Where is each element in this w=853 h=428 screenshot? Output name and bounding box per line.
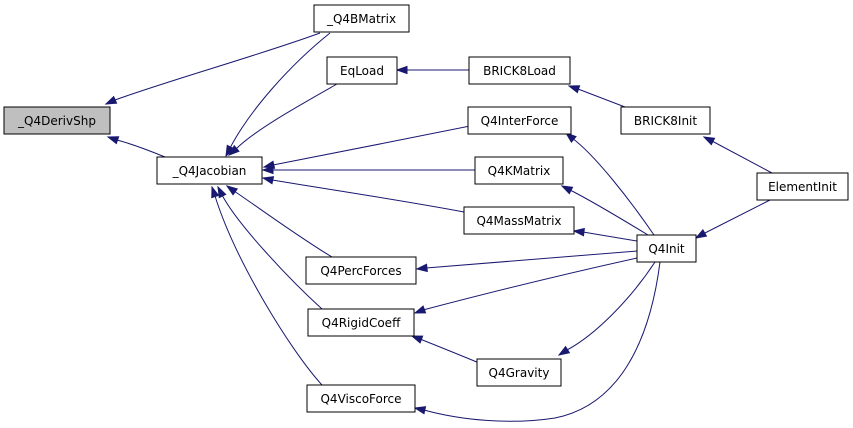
edge-q4bmatrix-to-q4jacobian: [225, 32, 331, 158]
node-label-eqload: EqLoad: [340, 64, 384, 78]
edge-line: [214, 195, 323, 386]
edge-arrowhead: [211, 185, 220, 199]
edge-line: [571, 137, 655, 236]
edge-arrowhead: [415, 263, 428, 273]
node-q4gravity[interactable]: Q4Gravity: [476, 358, 562, 387]
node-q4percforces[interactable]: Q4PercForces: [305, 256, 417, 285]
edge-q4jacobian-to-q4derivshp: [106, 136, 166, 158]
edge-line: [419, 338, 485, 366]
edge-line: [566, 261, 656, 351]
edge-q4init-to-q4massmatrix: [572, 227, 638, 242]
edge-arrowhead: [261, 165, 274, 175]
edge-elementinit-to-q4init: [694, 199, 771, 239]
edge-q4percforces-to-q4jacobian: [225, 185, 333, 258]
edge-q4rigidcoeff-to-q4jacobian: [217, 185, 323, 310]
edge-brick8load-to-eqload: [395, 65, 469, 75]
edge-arrowhead: [225, 185, 239, 196]
edge-line: [711, 140, 773, 174]
edge-arrowhead: [225, 144, 235, 158]
node-label-q4percforces: Q4PercForces: [320, 264, 401, 278]
edge-line: [233, 190, 333, 258]
node-label-q4kmatrix: Q4KMatrix: [488, 164, 551, 178]
edge-q4interforce-to-q4jacobian: [262, 125, 471, 169]
edge-line: [116, 139, 166, 158]
node-label-q4init: Q4Init: [648, 242, 685, 256]
edge-line: [114, 32, 321, 101]
edge-q4massmatrix-to-q4jacobian: [261, 176, 465, 213]
edge-q4init-to-q4kmatrix: [560, 185, 649, 236]
edge-q4init-to-q4viscoforce: [413, 261, 661, 422]
edge-eqload-to-q4jacobian: [227, 83, 338, 156]
node-label-q4gravity: Q4Gravity: [489, 366, 550, 380]
edge-arrowhead: [560, 185, 574, 195]
edge-arrowhead: [395, 65, 408, 75]
node-q4kmatrix[interactable]: Q4KMatrix: [474, 156, 564, 185]
edge-q4init-to-q4rigidcoeff: [413, 257, 638, 314]
edge-line: [422, 257, 638, 311]
node-label-brick8load: BRICK8Load: [483, 64, 556, 78]
node-brick8load[interactable]: BRICK8Load: [468, 56, 571, 85]
edge-line: [425, 250, 638, 269]
edge-line: [271, 179, 465, 213]
node-elementinit[interactable]: ElementInit: [756, 172, 849, 201]
edge-q4viscoforce-to-q4jacobian: [211, 185, 323, 386]
node-label-q4viscoforce: Q4ViscoForce: [320, 392, 401, 406]
edge-arrowhead: [564, 132, 577, 144]
edge-arrowhead: [567, 85, 581, 94]
node-eqload[interactable]: EqLoad: [326, 56, 398, 85]
edge-line: [423, 261, 661, 422]
node-label-q4rigidcoeff: Q4RigidCoeff: [322, 316, 401, 330]
edge-q4kmatrix-to-q4jacobian: [261, 165, 475, 175]
node-label-q4jacobian: _Q4Jacobian: [172, 164, 247, 178]
node-label-q4bmatrix: _Q4BMatrix: [326, 12, 396, 26]
edge-arrowhead: [572, 227, 585, 237]
node-q4bmatrix[interactable]: _Q4BMatrix: [313, 4, 410, 33]
edge-arrowhead: [557, 345, 571, 356]
edge-arrowhead: [227, 144, 240, 156]
node-q4interforce[interactable]: Q4InterForce: [467, 106, 572, 135]
node-label-q4derivshp: _Q4DerivShp: [17, 114, 96, 128]
node-q4init[interactable]: Q4Init: [636, 234, 697, 263]
node-brick8init[interactable]: BRICK8Init: [620, 106, 711, 135]
edge-line: [582, 231, 638, 242]
edge-elementinit-to-brick8init: [702, 136, 773, 174]
edge-brick8init-to-brick8load: [567, 85, 626, 108]
edge-arrowhead: [702, 136, 716, 146]
edge-line: [229, 32, 331, 149]
edge-q4gravity-to-q4rigidcoeff: [410, 335, 485, 366]
edge-arrowhead: [410, 335, 424, 344]
edge-arrowhead: [106, 136, 120, 145]
node-q4viscoforce[interactable]: Q4ViscoForce: [306, 384, 416, 413]
edge-arrowhead: [217, 185, 227, 199]
edge-arrowhead: [413, 406, 427, 415]
edge-line: [272, 125, 471, 166]
edge-line: [702, 199, 771, 235]
edges-layer: [104, 32, 773, 422]
edge-arrowhead: [694, 229, 708, 239]
node-q4jacobian[interactable]: _Q4Jacobian: [156, 156, 263, 185]
node-label-elementinit: ElementInit: [768, 180, 837, 194]
node-label-q4interforce: Q4InterForce: [481, 114, 559, 128]
node-label-q4massmatrix: Q4MassMatrix: [476, 214, 561, 228]
node-label-brick8init: BRICK8Init: [634, 114, 697, 128]
edge-arrowhead: [261, 176, 275, 185]
edge-q4init-to-q4gravity: [557, 261, 656, 356]
edge-line: [577, 88, 626, 108]
edge-q4bmatrix-to-q4derivshp: [104, 32, 321, 105]
edge-arrowhead: [413, 305, 427, 314]
node-q4derivshp[interactable]: _Q4DerivShp: [3, 106, 111, 135]
node-q4rigidcoeff[interactable]: Q4RigidCoeff: [307, 308, 415, 337]
nodes-layer: _Q4DerivShp _Q4BMatrix _Q4Jacobian EqLoa…: [3, 4, 849, 413]
edge-line: [235, 83, 338, 150]
edge-q4init-to-q4percforces: [415, 250, 638, 273]
edge-line: [221, 194, 323, 310]
edge-arrowhead: [104, 95, 118, 105]
edge-line: [569, 189, 649, 236]
node-q4massmatrix[interactable]: Q4MassMatrix: [463, 206, 575, 235]
edge-q4init-to-q4interforce: [564, 132, 655, 236]
